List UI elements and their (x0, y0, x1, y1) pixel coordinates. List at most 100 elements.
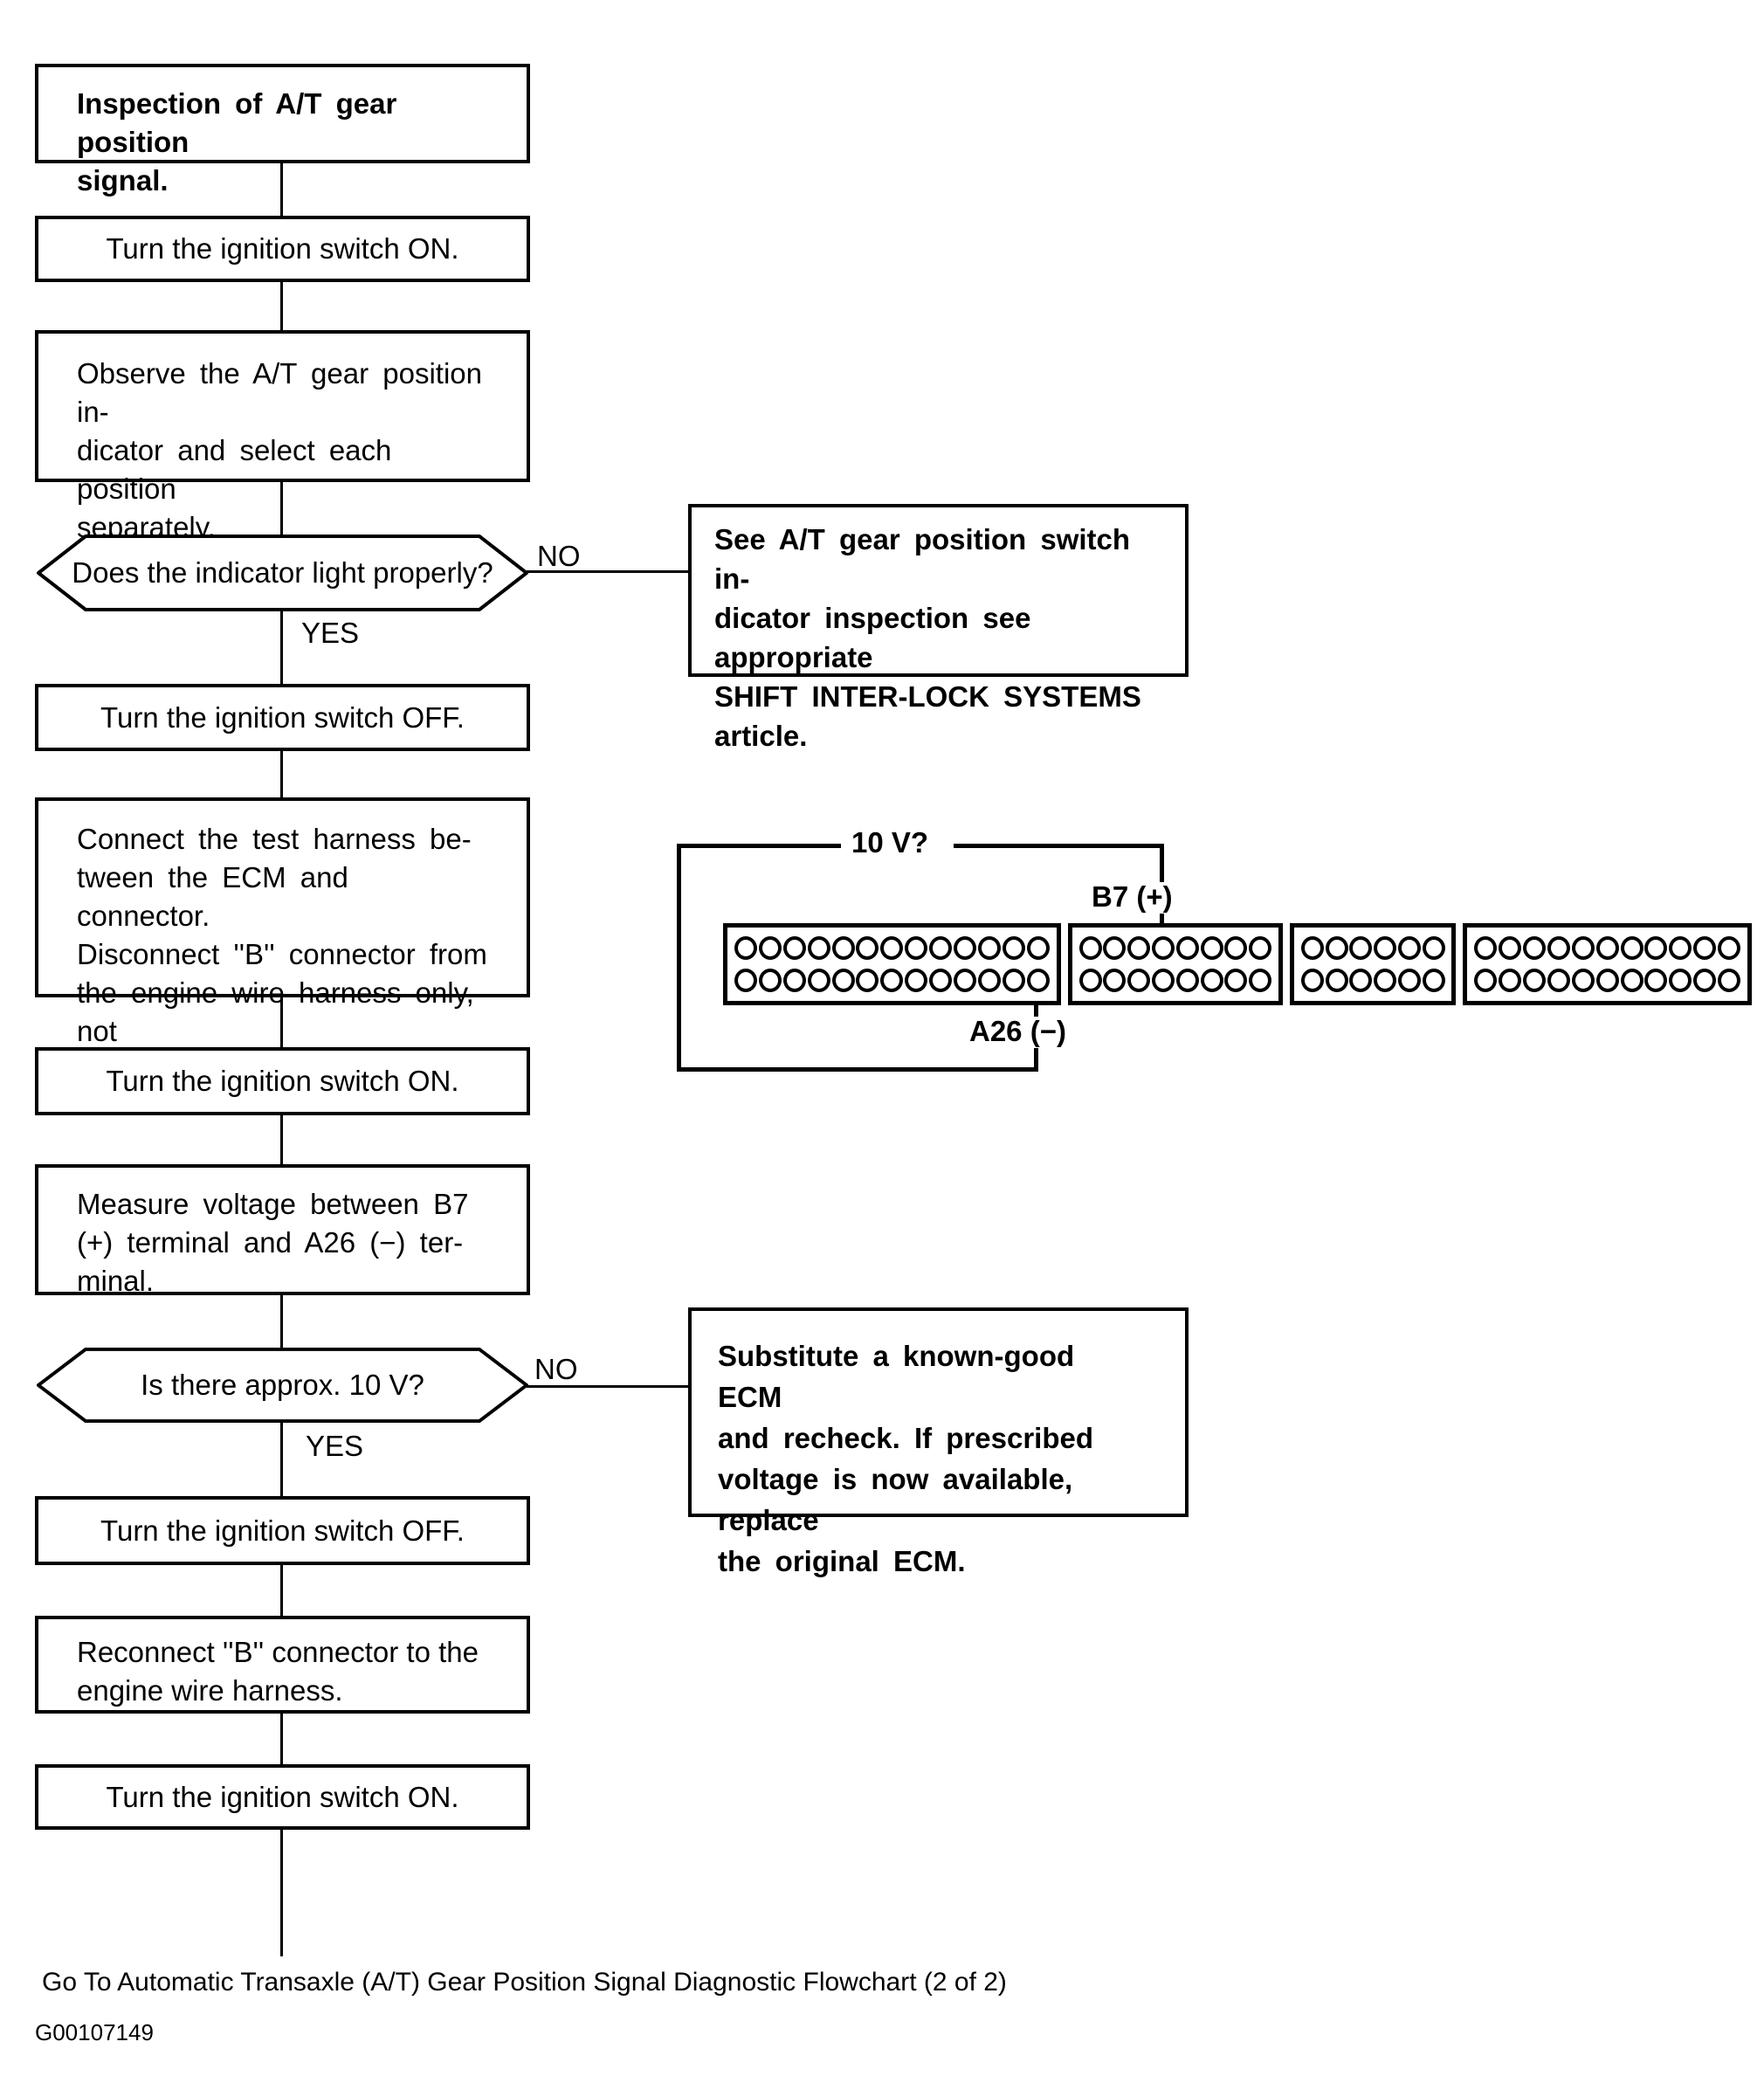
hexagon-shape (37, 1348, 528, 1423)
terminal-pin (1571, 969, 1595, 992)
terminal-pin (1669, 969, 1692, 992)
terminal-pin (734, 969, 757, 992)
terminal-pin (1474, 969, 1498, 992)
no-branch-line-1 (527, 570, 688, 573)
probe-wire-top-right (954, 844, 1164, 848)
flow-start-box: Inspection of A/T gear position signal. (35, 64, 530, 197)
terminal-pin (831, 936, 855, 960)
terminal-pin (856, 936, 879, 960)
terminal-pin (929, 969, 953, 992)
terminal-pin (1374, 969, 1397, 992)
terminal-pin (1397, 969, 1421, 992)
connector-line (280, 1295, 283, 1348)
connector-line (280, 611, 283, 684)
connector-line (280, 1423, 283, 1496)
terminal-pin (1026, 936, 1050, 960)
terminal-pin (1547, 969, 1570, 992)
terminal-pin (1175, 936, 1199, 960)
terminal-pin (1397, 936, 1421, 960)
terminal-pin (1151, 936, 1175, 960)
terminal-pin (1644, 969, 1668, 992)
terminal-pin (782, 969, 806, 992)
terminal-pin (905, 936, 928, 960)
hexagon-shape (37, 535, 528, 611)
connector-line (280, 482, 283, 535)
terminal-pin (1325, 936, 1348, 960)
terminal-pin (1693, 936, 1717, 960)
ecm-connector-block-3 (1290, 923, 1457, 1005)
terminal-pin (1499, 936, 1522, 960)
flow-ignition-off-2-box: Turn the ignition switch OFF. (35, 1496, 530, 1565)
pin-row (1078, 936, 1273, 960)
terminal-pin (1620, 969, 1643, 992)
decision-voltage-hexagon: Is there approx. 10 V? (37, 1348, 528, 1423)
pin-row (1472, 969, 1742, 992)
terminal-pin (758, 969, 782, 992)
terminal-pin (1693, 969, 1717, 992)
yes-label-2: YES (306, 1430, 364, 1462)
terminal-pin (1151, 969, 1175, 992)
terminal-pin (1127, 969, 1151, 992)
terminal-pin (1249, 936, 1272, 960)
ecm-connector-block-1 (723, 923, 1061, 1005)
terminal-pin (929, 936, 953, 960)
terminal-pin (782, 936, 806, 960)
flow-ignition-off-1-box: Turn the ignition switch OFF. (35, 684, 530, 751)
terminal-pin (1523, 936, 1547, 960)
terminal-pin (1422, 969, 1445, 992)
terminal-pin (1224, 969, 1248, 992)
terminal-pin (954, 969, 977, 992)
terminal-pin (1325, 969, 1348, 992)
flow-ignition-on-1-box: Turn the ignition switch ON. (35, 216, 530, 282)
result-substitute-ecm-box: Substitute a known-good ECM and recheck.… (688, 1307, 1189, 1577)
probe-wire-a26-lower (1034, 1048, 1038, 1071)
terminal-pin (1595, 936, 1619, 960)
pin-row (1078, 969, 1273, 992)
terminal-pin (1547, 936, 1570, 960)
voltage-question-label: 10 V? (851, 826, 929, 859)
terminal-pin (977, 936, 1001, 960)
no-branch-line-2 (527, 1385, 688, 1388)
decision-indicator-hexagon: Does the indicator light properly? (37, 535, 528, 611)
terminal-pin (1595, 969, 1619, 992)
connector-line (280, 1115, 283, 1164)
terminal-pin (1374, 936, 1397, 960)
terminal-pin (1718, 969, 1741, 992)
probe-wire-left (677, 844, 681, 1072)
terminal-pin (880, 969, 904, 992)
terminal-pin (734, 936, 757, 960)
terminal-pin (1499, 969, 1522, 992)
ecm-connector-block-4 (1463, 923, 1752, 1005)
terminal-pin (1300, 969, 1324, 992)
terminal-pin (1200, 969, 1223, 992)
flow-measure-voltage-box: Measure voltage between B7 (+) terminal … (35, 1164, 530, 1297)
terminal-pin (758, 936, 782, 960)
pin-row (1472, 936, 1742, 960)
terminal-pin (1620, 936, 1643, 960)
flow-reconnect-box: Reconnect ''B'' connector to the engine … (35, 1616, 530, 1714)
terminal-pin (1474, 936, 1498, 960)
terminal-pin (831, 969, 855, 992)
connector-line (280, 282, 283, 330)
terminal-pin (807, 969, 830, 992)
terminal-pin (1571, 936, 1595, 960)
connector-line (280, 163, 283, 216)
terminal-pin (1523, 969, 1547, 992)
terminal-pin (1224, 936, 1248, 960)
connector-line (280, 1714, 283, 1764)
connector-line (280, 751, 283, 797)
probe-wire-a26-upper (1034, 1005, 1038, 1017)
terminal-pin (1002, 969, 1025, 992)
terminal-pin (1300, 936, 1324, 960)
terminal-pin (1078, 969, 1102, 992)
connector-line (280, 1565, 283, 1616)
pin-row (1299, 969, 1446, 992)
no-label-2: NO (534, 1353, 578, 1385)
flow-connect-harness-box: Connect the test harness be- tween the E… (35, 797, 530, 1086)
terminal-pin (954, 936, 977, 960)
b7-terminal-label: B7 (+) (1092, 880, 1173, 913)
yes-label-1: YES (301, 617, 360, 649)
terminal-pin (905, 969, 928, 992)
terminal-pin (856, 969, 879, 992)
